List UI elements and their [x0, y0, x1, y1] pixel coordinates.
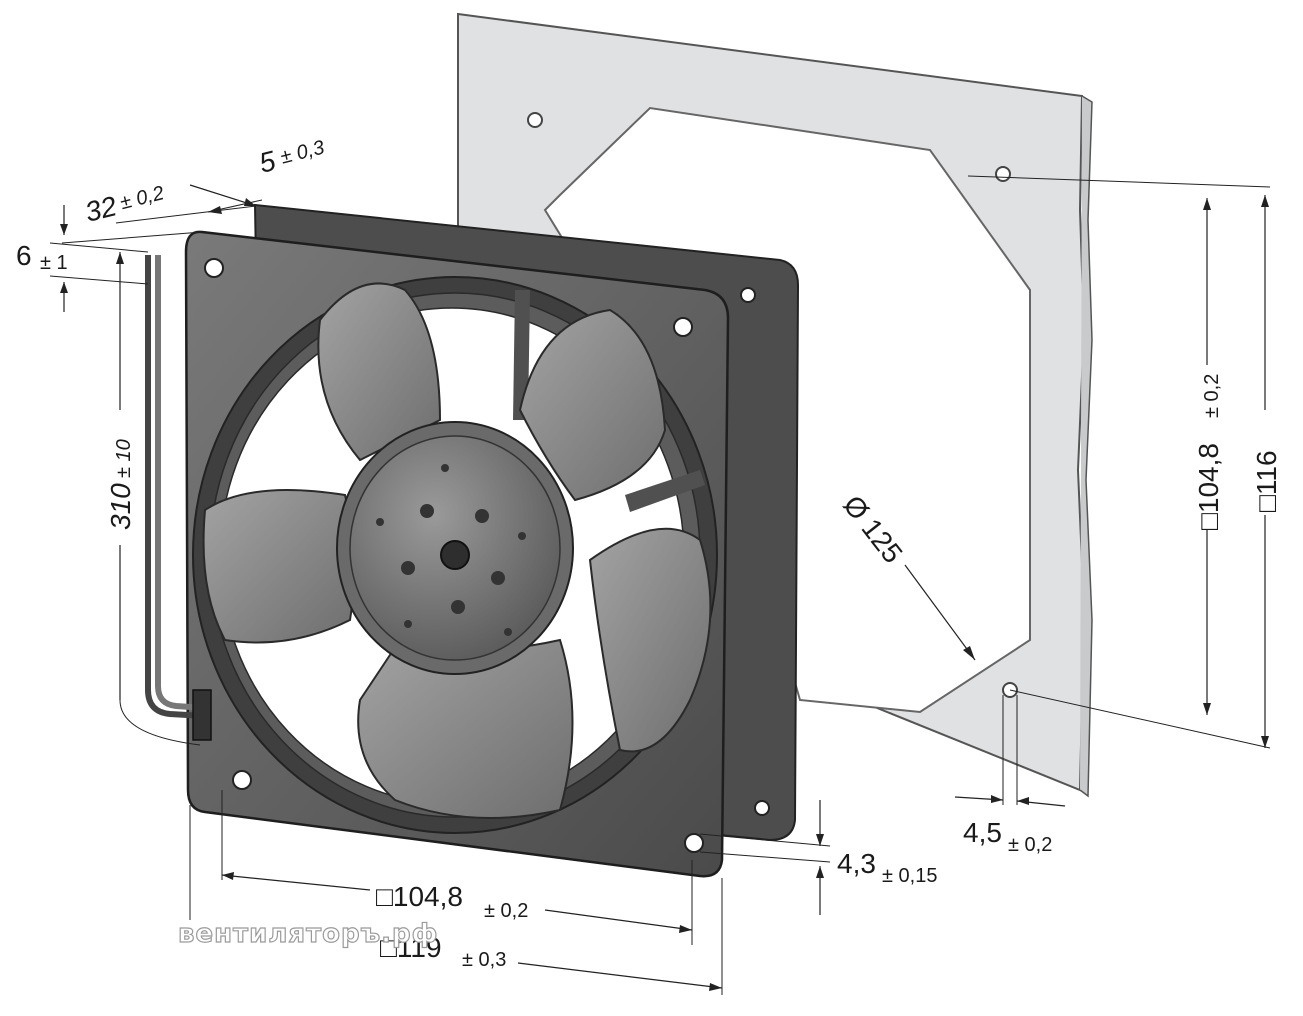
panel-hole-top-left: [527, 112, 543, 128]
dim-104-8-h-tolerance: ± 0,2: [484, 900, 528, 922]
dim-6: 6 ± 1: [16, 240, 68, 274]
fan-hole-top-left: [204, 258, 224, 278]
dim-104-8-v-value: □104,8: [1193, 443, 1224, 530]
dim-6-value: 6: [16, 240, 32, 271]
dim-4-5-value: 4,5: [963, 817, 1002, 848]
fan-corner-holes: [204, 258, 770, 853]
fan-hole-back-bottom: [754, 800, 770, 816]
dim-104-8-v-tolerance: ± 0,2: [1201, 374, 1223, 418]
dim-4-5-tolerance: ± 0,2: [1008, 834, 1052, 856]
fan-hole-bottom-right: [684, 833, 704, 853]
dim-119: □119 ± 0,3: [380, 932, 506, 971]
dim-119-tolerance: ± 0,3: [462, 949, 506, 971]
fan-hole-bottom-left: [232, 770, 252, 790]
dim-5: 5 ± 0,3: [256, 137, 327, 179]
dim-5-value: 5: [256, 145, 279, 179]
dim-4-3-value: 4,3: [837, 848, 876, 879]
dim-104-8-h-value: □104,8: [376, 881, 463, 912]
dim-6-tolerance: ± 1: [40, 252, 68, 274]
fan-hole-back-top: [740, 287, 756, 303]
dim-104-8-horizontal: □104,8 ± 0,2: [376, 881, 528, 922]
dim-4-3-tolerance: ± 0,15: [882, 865, 937, 887]
dim-4-5: 4,5 ± 0,2: [963, 817, 1052, 856]
panel-hole-top-right: [995, 166, 1011, 182]
lead-wires: [145, 255, 212, 741]
dim-4-3: 4,3 ± 0,15: [837, 848, 937, 887]
dim-119-value: □119: [380, 932, 442, 963]
dim-32: 32 ± 0,2: [82, 182, 166, 228]
dim-116: □116: [1251, 450, 1282, 512]
watermark-text: вентиляторъ.рф: [178, 919, 438, 949]
dim-116-value: □116: [1251, 450, 1282, 512]
dim-310: 310 ± 10: [105, 439, 136, 530]
dim-104-8-vertical: □104,8 ± 0,2: [1193, 374, 1224, 530]
dim-32-tolerance: ± 0,2: [118, 182, 166, 214]
dim-32-value: 32: [82, 190, 120, 228]
dim-5-tolerance: ± 0,3: [278, 137, 326, 169]
fan-hole-top-right: [673, 317, 693, 337]
fan: [184, 203, 800, 878]
fan-hub: [336, 421, 574, 675]
dim-310-value: 310: [105, 483, 136, 530]
dim-310-tolerance: ± 10: [113, 439, 135, 478]
dimension-lines: [49, 175, 1271, 995]
